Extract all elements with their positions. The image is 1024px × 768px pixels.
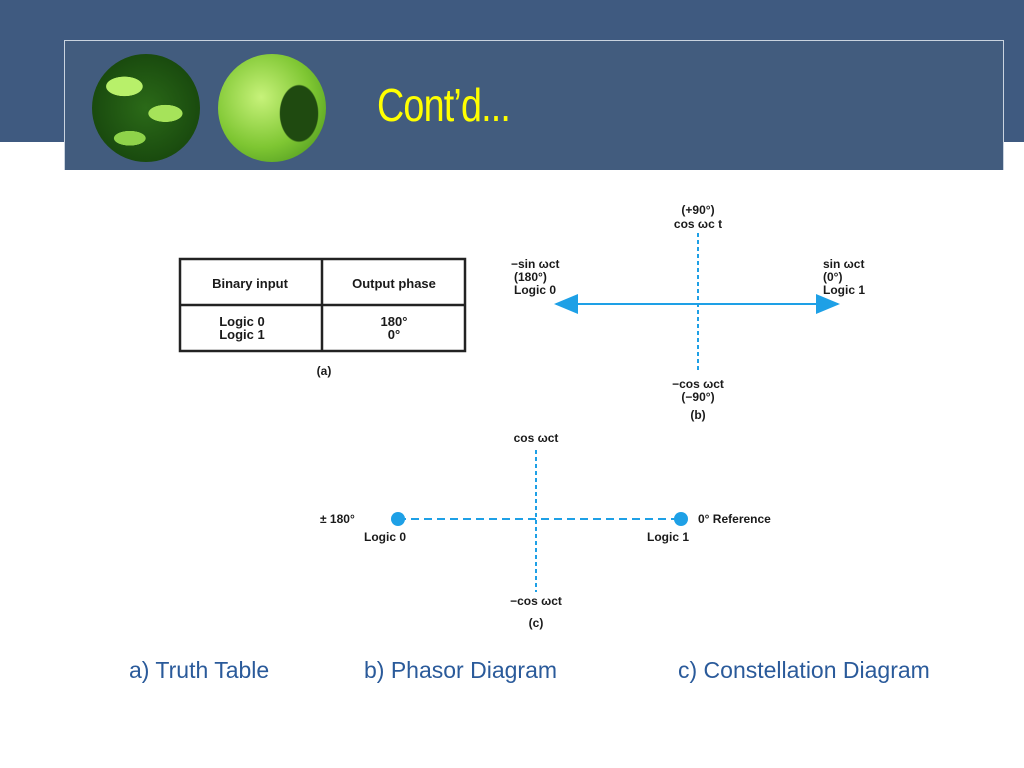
constellation-left-logic: Logic 0 [364, 530, 406, 544]
caption-constellation-diagram: c) Constellation Diagram [678, 657, 930, 683]
phasor-diagram: (+90°) cos ωc t −sin ωct (180°) Logic 0 … [511, 203, 865, 422]
phasor-top-angle: (+90°) [681, 203, 714, 217]
constellation-right-logic: Logic 1 [647, 530, 689, 544]
phasor-right-angle: (0°) [823, 270, 842, 284]
phasor-left-logic: Logic 0 [514, 283, 556, 297]
truth-table: Binary input Output phase Logic 0 Logic … [178, 257, 467, 378]
leaf-image-2 [218, 54, 326, 162]
table-header-output-phase: Output phase [352, 276, 436, 291]
phasor-left-angle: (180°) [514, 270, 547, 284]
constellation-point-logic0 [391, 512, 405, 526]
constellation-bottom-cos: −cos ωct [510, 594, 562, 608]
slide-title: Cont’d... [377, 79, 511, 131]
table-cell-logic1: Logic 1 [219, 327, 265, 342]
constellation-point-logic1 [674, 512, 688, 526]
caption-phasor-diagram: b) Phasor Diagram [364, 657, 558, 683]
label-a: (a) [317, 364, 332, 378]
leaf-image-1 [92, 54, 200, 162]
constellation-diagram: cos ωct ± 180° Logic 0 0° Reference Logi… [320, 431, 771, 630]
phasor-right-logic: Logic 1 [823, 283, 865, 297]
constellation-right-reference: 0° Reference [698, 512, 771, 526]
phasor-left-sin: −sin ωct [511, 257, 560, 271]
table-cell-0: 0° [388, 327, 400, 342]
phasor-top-cos: cos ωc t [674, 217, 722, 231]
phasor-bottom-angle: (−90°) [681, 390, 714, 404]
label-c: (c) [529, 616, 544, 630]
table-cell-180: 180° [381, 314, 408, 329]
constellation-top-cos: cos ωct [514, 431, 559, 445]
caption-truth-table: a) Truth Table [129, 657, 270, 683]
constellation-left-angle: ± 180° [320, 512, 355, 526]
phasor-right-sin: sin ωct [823, 257, 864, 271]
phasor-bottom-cos: −cos ωct [672, 377, 724, 391]
table-header-binary-input: Binary input [212, 276, 289, 291]
table-cell-logic0: Logic 0 [219, 314, 265, 329]
label-b: (b) [690, 408, 705, 422]
